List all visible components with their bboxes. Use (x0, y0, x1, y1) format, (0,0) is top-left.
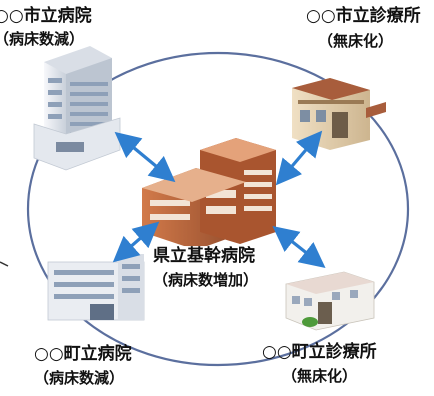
town-hospital-note: （病床数減） (34, 369, 125, 387)
left-edge-mark (0, 261, 9, 267)
city-clinic-note: （無床化） (318, 32, 394, 50)
core-hospital-building (142, 138, 276, 250)
arrow-town-hospital (112, 221, 160, 263)
city-hospital-name: ○○市立病院 (0, 6, 92, 26)
city-hospital-note: （病床数減） (0, 30, 85, 48)
city-clinic-name: ○○市立診療所 (306, 6, 421, 26)
core-hospital-note: （病床数増加） (150, 270, 262, 290)
arrow-town-clinic (272, 226, 326, 268)
town-hospital-name: ○○町立病院 (34, 344, 132, 364)
town-hospital-building (47, 254, 145, 321)
city-hospital-building (33, 46, 121, 171)
arrow-city-hospital (114, 131, 176, 183)
city-clinic-building (292, 78, 386, 150)
town-clinic-note: （無床化） (282, 367, 358, 385)
town-clinic-building (285, 271, 375, 331)
network-circle (26, 51, 410, 367)
arrow-city-clinic (275, 130, 323, 186)
town-clinic-name: ○○町立診療所 (262, 342, 377, 362)
core-hospital-name: 県立基幹病院 (150, 246, 258, 267)
